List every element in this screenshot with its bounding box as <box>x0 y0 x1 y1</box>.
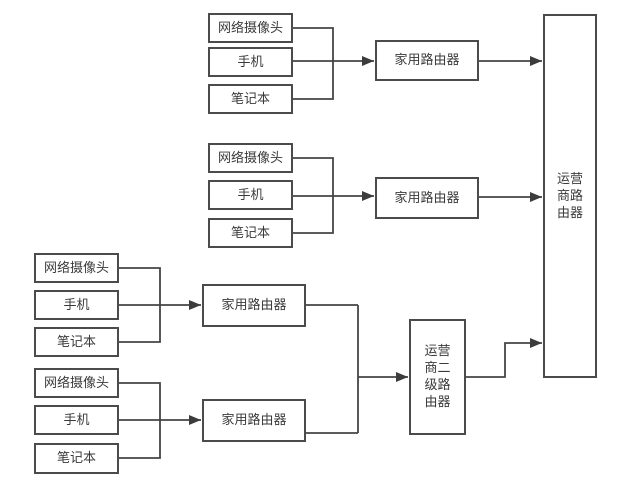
node-home-router-2-label: 家用路由器 <box>394 190 460 206</box>
node-home-router-4-label: 家用路由器 <box>221 413 287 428</box>
node-isp-secondary-router-label: 运营商二级路由器 <box>424 344 451 410</box>
node-isp-secondary-router: 运营商二级路由器 <box>409 319 466 435</box>
node-home-router-1-label: 家用路由器 <box>394 53 460 68</box>
node-laptop-4: 笔记本 <box>34 443 119 474</box>
node-isp-router-label: 运营商路由器 <box>556 171 583 221</box>
node-camera-1-label: 网络摄像头 <box>217 20 283 36</box>
node-home-router-4: 家用路由器 <box>202 399 306 442</box>
node-laptop-4-label: 笔记本 <box>56 451 96 466</box>
node-phone-3-label: 手机 <box>63 297 90 313</box>
node-laptop-1-label: 笔记本 <box>230 91 270 107</box>
connector-isp-secondary-to-isp-router <box>466 338 542 378</box>
node-home-router-2: 家用路由器 <box>375 177 479 219</box>
node-isp-router: 运营商路由器 <box>543 14 597 378</box>
node-home-router-3: 家用路由器 <box>202 284 306 327</box>
node-phone-4-label: 手机 <box>63 412 90 428</box>
node-home-router-3-label: 家用路由器 <box>221 298 287 313</box>
node-laptop-1: 笔记本 <box>208 84 293 114</box>
node-camera-2-label: 网络摄像头 <box>217 150 283 166</box>
node-laptop-3-label: 笔记本 <box>56 334 96 350</box>
node-camera-3-label: 网络摄像头 <box>43 260 109 276</box>
node-camera-1: 网络摄像头 <box>208 13 293 43</box>
node-phone-1-label: 手机 <box>237 54 264 70</box>
node-phone-2-label: 手机 <box>237 187 264 203</box>
node-laptop-2: 笔记本 <box>208 218 293 248</box>
node-home-router-1: 家用路由器 <box>375 40 479 81</box>
node-laptop-2-label: 笔记本 <box>230 225 270 241</box>
node-phone-4: 手机 <box>34 405 119 435</box>
node-laptop-3: 笔记本 <box>34 327 119 357</box>
node-camera-2: 网络摄像头 <box>208 143 293 173</box>
node-camera-4-label: 网络摄像头 <box>43 375 109 391</box>
node-phone-1: 手机 <box>208 47 293 77</box>
node-camera-4: 网络摄像头 <box>34 368 119 398</box>
connector-group1-bus <box>293 27 334 100</box>
node-phone-2: 手机 <box>208 180 293 210</box>
node-phone-3: 手机 <box>34 290 119 320</box>
node-camera-3: 网络摄像头 <box>34 253 119 283</box>
